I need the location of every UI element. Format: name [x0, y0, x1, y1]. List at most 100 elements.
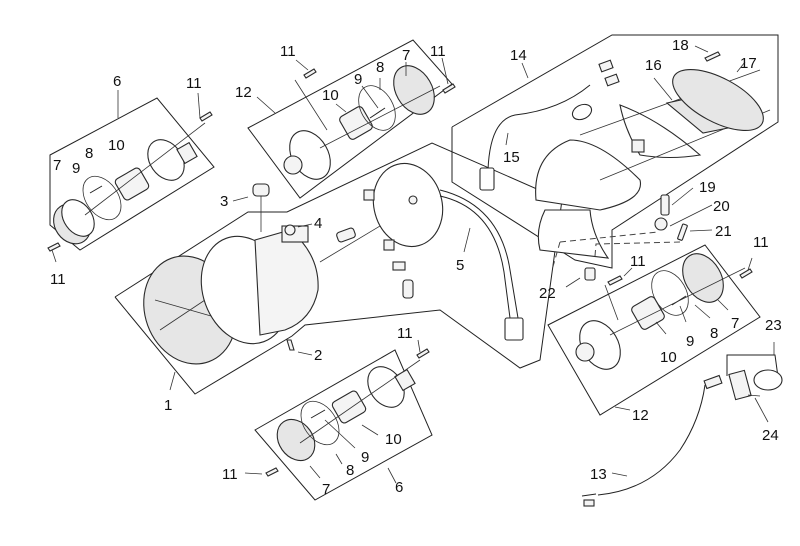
callout-8b: 8	[376, 59, 384, 76]
callout-11a: 11	[50, 271, 66, 288]
callout-6a: 6	[113, 73, 121, 90]
leader-22	[565, 277, 581, 288]
license-light-lens	[753, 369, 783, 391]
license-light-base	[728, 369, 752, 401]
screw	[677, 223, 688, 241]
bulb-socket	[339, 106, 373, 140]
callout-11h: 11	[222, 466, 238, 483]
screw	[303, 68, 317, 79]
callout-13: 13	[590, 466, 607, 483]
callout-19: 19	[699, 179, 716, 196]
leader-14	[521, 62, 529, 79]
bulb-socket	[631, 296, 665, 330]
callout-8a: 8	[85, 145, 93, 162]
wiring-harness	[439, 189, 519, 319]
turn-signal-lens	[393, 65, 435, 115]
leader-1	[169, 371, 176, 391]
turn-signal-lens	[682, 253, 724, 303]
connector	[392, 261, 406, 271]
hidden-line	[559, 231, 659, 243]
callout-7a: 7	[53, 157, 61, 174]
bolt	[660, 194, 670, 216]
leader-11b	[197, 92, 201, 119]
callout-2: 2	[314, 347, 322, 364]
leader-9d	[324, 419, 356, 449]
screw	[607, 275, 623, 286]
cable-terminal	[583, 499, 595, 507]
callout-11f: 11	[630, 253, 646, 270]
group-outline-1	[114, 142, 563, 395]
callout-11e: 11	[753, 234, 769, 251]
leader-24	[754, 397, 769, 423]
spade-terminal	[604, 73, 620, 87]
reflector-clip	[631, 139, 645, 153]
callout-15: 15	[503, 149, 520, 166]
pilot-bulb	[402, 279, 414, 299]
leader-7c	[717, 299, 729, 311]
screw	[286, 339, 295, 351]
connector	[363, 189, 375, 201]
bulb	[310, 409, 326, 419]
headlight-assembly-group	[114, 142, 563, 395]
callout-14: 14	[510, 47, 527, 64]
harness-connector	[479, 167, 495, 191]
connector	[383, 239, 395, 251]
callout-9b: 9	[354, 71, 362, 88]
screw	[704, 51, 721, 62]
license-light-cable	[597, 384, 706, 496]
leader-11c	[295, 59, 309, 71]
leader-8d	[335, 453, 343, 465]
callout-23: 23	[765, 317, 782, 334]
leader-9b	[361, 85, 379, 109]
wiring-harness	[439, 195, 511, 319]
callout-17: 17	[740, 55, 757, 72]
leader-21	[689, 229, 713, 232]
leader-11g	[417, 339, 421, 353]
callout-8c: 8	[710, 325, 718, 342]
leader-17	[736, 61, 746, 73]
group-outline-6a	[49, 97, 215, 251]
leader-12b	[614, 406, 631, 411]
housing-stem	[176, 141, 198, 165]
turn-signal-base	[289, 130, 331, 180]
leader-8c	[694, 304, 711, 319]
hidden-line	[594, 241, 683, 257]
callout-11d: 11	[430, 43, 446, 60]
callout-7d: 7	[322, 481, 330, 498]
front-right-turn-signal-group	[247, 39, 456, 199]
leader-20	[669, 204, 713, 227]
taillight-housing	[535, 139, 642, 211]
callout-10c: 10	[660, 349, 677, 366]
spade-terminal	[598, 59, 614, 73]
headlight-rear-cover	[372, 162, 444, 248]
cable-end	[581, 493, 597, 497]
bulb	[369, 107, 386, 119]
gasket-ring	[358, 85, 396, 131]
callout-3: 3	[220, 193, 228, 210]
taillight-assembly-group	[451, 34, 779, 269]
gasket-ring	[82, 175, 122, 221]
callout-9a: 9	[72, 160, 80, 177]
callout-4: 4	[314, 215, 322, 232]
callout-5: 5	[456, 257, 464, 274]
rear-left-turn-signal-group	[244, 339, 433, 501]
headlight-body	[254, 229, 319, 336]
callout-6b: 6	[395, 479, 403, 496]
license-screw	[747, 394, 761, 397]
taillight-fasteners	[551, 187, 713, 288]
screw-guide	[604, 284, 619, 321]
leader-10c	[655, 321, 667, 335]
turn-signal-lens-rim	[61, 199, 95, 237]
callout-7c: 7	[731, 315, 739, 332]
leader-13	[611, 472, 628, 477]
leader-19	[671, 187, 694, 206]
screw	[416, 348, 430, 359]
bulb-socket	[114, 167, 150, 201]
leader-5	[463, 227, 471, 253]
bulb	[89, 185, 103, 194]
taillight-harness	[487, 84, 591, 171]
taillight-lens	[672, 68, 764, 132]
group-outline-6b	[254, 349, 433, 501]
nut	[284, 224, 296, 236]
